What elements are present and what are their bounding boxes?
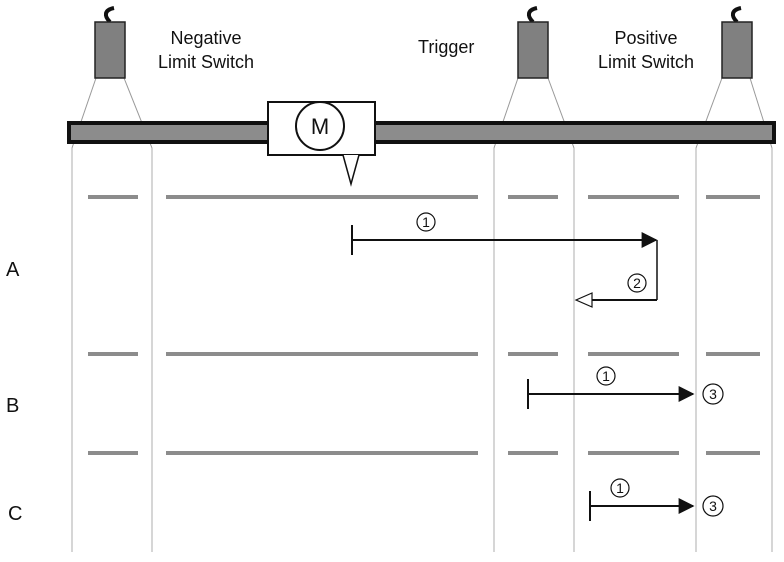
row-label-a: A bbox=[6, 259, 20, 281]
row-b-motion: 1 3 bbox=[527, 366, 724, 409]
negative-limit-switch-sensor bbox=[94, 6, 126, 79]
row-a-step1-label: 1 bbox=[422, 214, 430, 230]
negative-limit-switch-label-line2: Limit Switch bbox=[157, 52, 255, 72]
row-a-motion: 1 2 bbox=[351, 212, 658, 308]
sensor-cable bbox=[730, 6, 742, 24]
positive-limit-switch-label-line2: Limit Switch bbox=[597, 52, 695, 72]
positive-limit-switch-label-line1: Positive bbox=[614, 28, 678, 48]
positive-limit-switch-label: Positive Limit Switch bbox=[576, 26, 716, 74]
carriage-pointer bbox=[342, 154, 360, 187]
row-a-step2-marker bbox=[627, 273, 647, 293]
row-b-step3-label: 3 bbox=[709, 386, 717, 402]
row-label-c: C bbox=[8, 503, 23, 525]
sensor-cable bbox=[103, 6, 115, 24]
trigger-label: Trigger bbox=[418, 37, 475, 57]
row-c-step3-label: 3 bbox=[709, 498, 717, 514]
row-a-step2-label: 2 bbox=[633, 275, 641, 291]
negative-limit-switch-label: Negative Limit Switch bbox=[136, 26, 276, 74]
row-b-step1-marker bbox=[596, 366, 616, 386]
motor-circle bbox=[295, 101, 345, 151]
sensor-cable bbox=[526, 6, 538, 24]
row-c-motion: 1 3 bbox=[589, 478, 724, 521]
row-b-step3-marker bbox=[702, 383, 724, 405]
sensor-body bbox=[517, 21, 549, 79]
positive-limit-switch-sensor bbox=[721, 6, 753, 79]
motor-label: M bbox=[311, 114, 329, 139]
motor-carriage: M bbox=[267, 101, 376, 187]
sensor-body bbox=[721, 21, 753, 79]
negative-limit-switch-label-line1: Negative bbox=[170, 28, 242, 48]
row-label-b: B bbox=[6, 395, 20, 417]
row-a-step2-arrowhead bbox=[574, 292, 593, 308]
row-c-step3-marker bbox=[702, 495, 724, 517]
row-c-step1-label: 1 bbox=[616, 480, 624, 496]
zone-guide-lines bbox=[71, 148, 773, 552]
row-a-step1-marker bbox=[416, 212, 436, 232]
sensor-body bbox=[94, 21, 126, 79]
row-c-step1-marker bbox=[610, 478, 630, 498]
rail bbox=[67, 121, 776, 144]
trigger-sensor bbox=[517, 6, 549, 79]
row-b-step1-label: 1 bbox=[602, 368, 610, 384]
